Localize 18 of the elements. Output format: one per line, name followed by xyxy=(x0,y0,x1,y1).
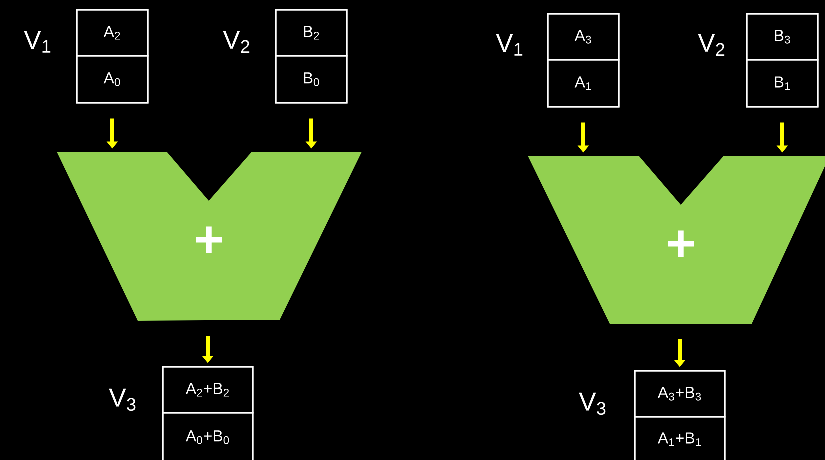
register-cell: A$_{0}$ xyxy=(76,55,149,104)
register-cell: A$_{1}$+B$_{1}$ xyxy=(634,416,726,460)
register-label: V$_{1}$ xyxy=(24,31,51,53)
register-label: V$_{3}$ xyxy=(579,392,606,416)
register-cell: A$_{1}$ xyxy=(547,59,620,108)
register-cell: B$_{0}$ xyxy=(275,55,348,104)
register-cell: B$_{3}$ xyxy=(746,13,819,61)
register-cell: A$_{3}$ xyxy=(547,13,620,61)
register-cell: A$_{2}$+B$_{2}$ xyxy=(162,366,254,414)
register-label: V$_{2}$ xyxy=(223,30,250,53)
register-cell: A$_{0}$+B$_{0}$ xyxy=(162,412,254,460)
register-cell: A$_{2}$ xyxy=(76,9,149,57)
register-label: V$_{1}$ xyxy=(496,34,523,56)
register-label: V$_{3}$ xyxy=(109,388,136,412)
register-label: V$_{2}$ xyxy=(698,34,725,56)
register-cell: B$_{1}$ xyxy=(746,59,819,108)
register-cell: A$_{3}$+B$_{3}$ xyxy=(634,370,726,418)
register-cell: B$_{2}$ xyxy=(275,9,348,57)
